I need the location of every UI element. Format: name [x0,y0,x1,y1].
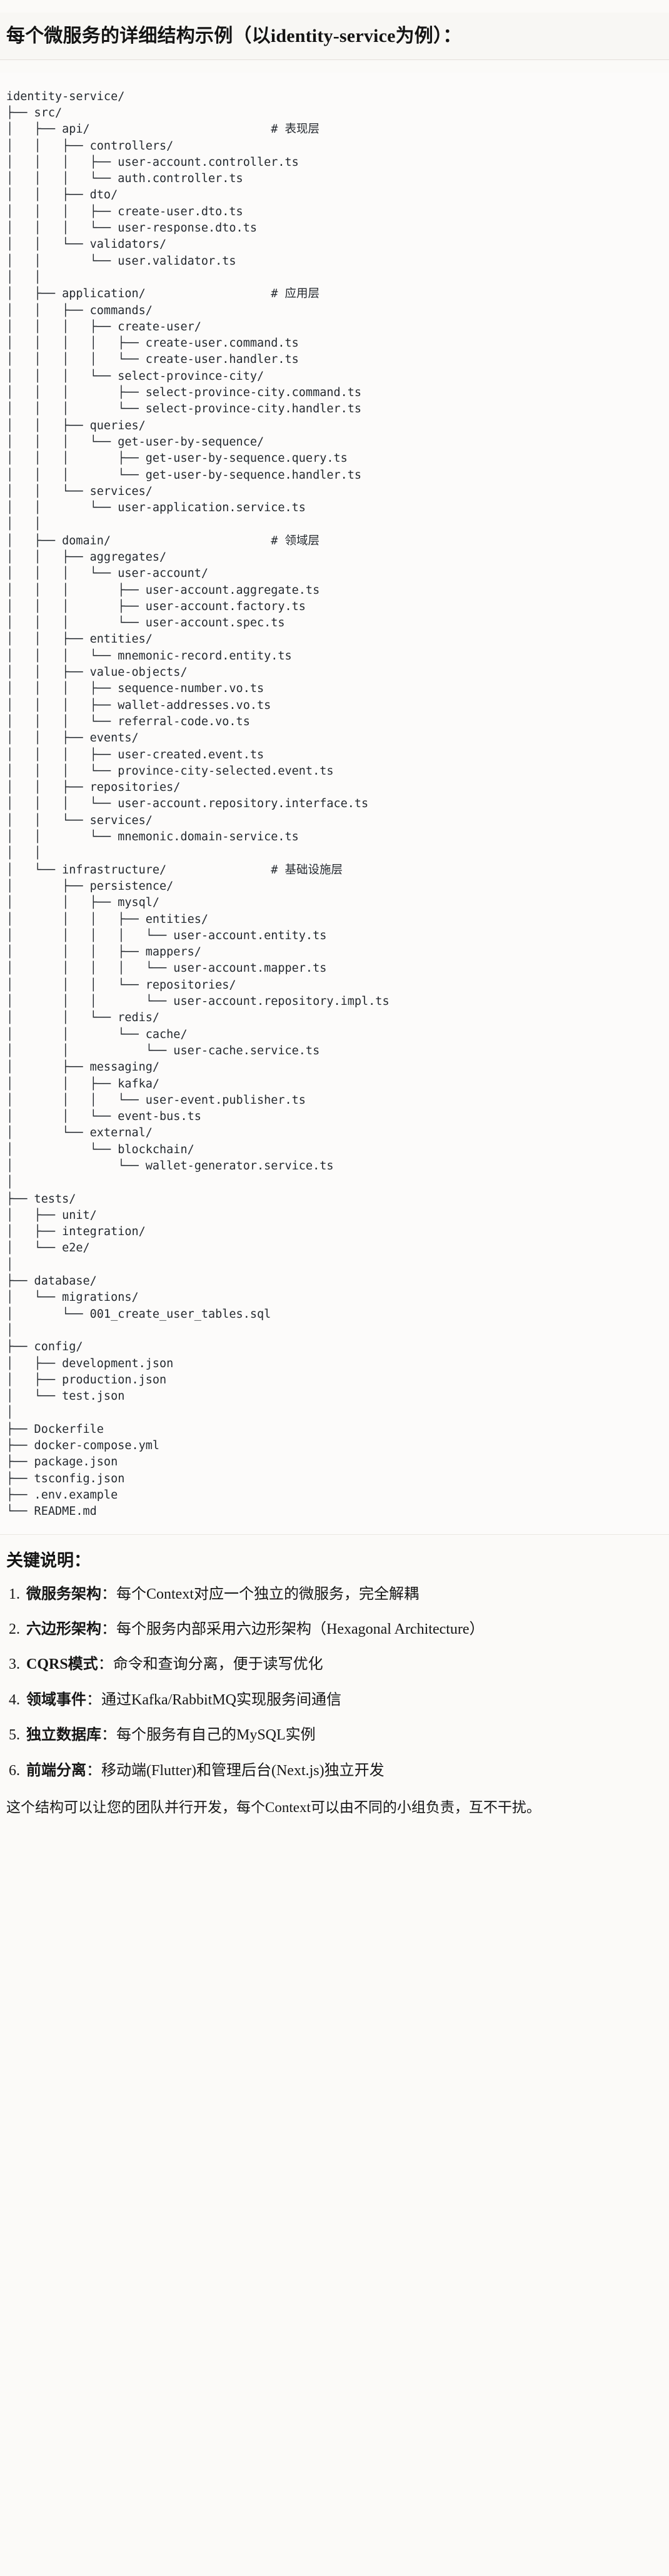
page-title: 每个微服务的详细结构示例（以identity-service为例）： [0,13,669,60]
note-separator: ： [101,1621,116,1637]
note-separator: ： [98,1656,113,1673]
note-term: 微服务架构 [26,1586,101,1602]
note-term: 前端分离 [26,1762,86,1779]
key-notes-section: 关键说明： 微服务架构：每个Context对应一个独立的微服务，完全解耦 六边形… [0,1534,669,1835]
note-description: 通过Kafka/RabbitMQ实现服务间通信 [101,1691,341,1708]
note-description: 每个服务内部采用六边形架构（Hexagonal Architecture） [116,1621,485,1637]
note-term: 独立数据库 [26,1727,101,1744]
directory-tree: identity-service/ ├── src/ │ ├── api/ # … [6,89,390,1519]
note-description: 移动端(Flutter)和管理后台(Next.js)独立开发 [101,1762,385,1779]
note-separator: ： [86,1691,101,1708]
key-notes-list: 微服务架构：每个Context对应一个独立的微服务，完全解耦 六边形架构：每个服… [6,1584,655,1781]
list-item: 前端分离：移动端(Flutter)和管理后台(Next.js)独立开发 [24,1761,655,1781]
list-item: 领域事件：通过Kafka/RabbitMQ实现服务间通信 [24,1690,655,1710]
note-term: 六边形架构 [26,1621,101,1637]
note-description: 每个服务有自己的MySQL实例 [116,1727,316,1744]
note-description: 每个Context对应一个独立的微服务，完全解耦 [116,1586,419,1602]
list-item: 微服务架构：每个Context对应一个独立的微服务，完全解耦 [24,1584,655,1604]
document-page: 每个微服务的详细结构示例（以identity-service为例）： ident… [0,13,669,1835]
list-item: 六边形架构：每个服务内部采用六边形架构（Hexagonal Architectu… [24,1619,655,1639]
list-item: 独立数据库：每个服务有自己的MySQL实例 [24,1725,655,1745]
closing-paragraph: 这个结构可以让您的团队并行开发，每个Context可以由不同的小组负责，互不干扰… [6,1799,541,1815]
note-separator: ： [101,1727,116,1744]
directory-tree-block: identity-service/ ├── src/ │ ├── api/ # … [0,72,669,1535]
note-description: 命令和查询分离，便于读写优化 [113,1656,323,1673]
note-term: 领域事件 [26,1691,86,1708]
list-item: CQRS模式：命令和查询分离，便于读写优化 [24,1654,655,1674]
note-term: CQRS模式 [26,1656,98,1673]
note-separator: ： [86,1762,101,1779]
key-notes-title: 关键说明： [6,1550,91,1570]
note-separator: ： [101,1586,116,1602]
